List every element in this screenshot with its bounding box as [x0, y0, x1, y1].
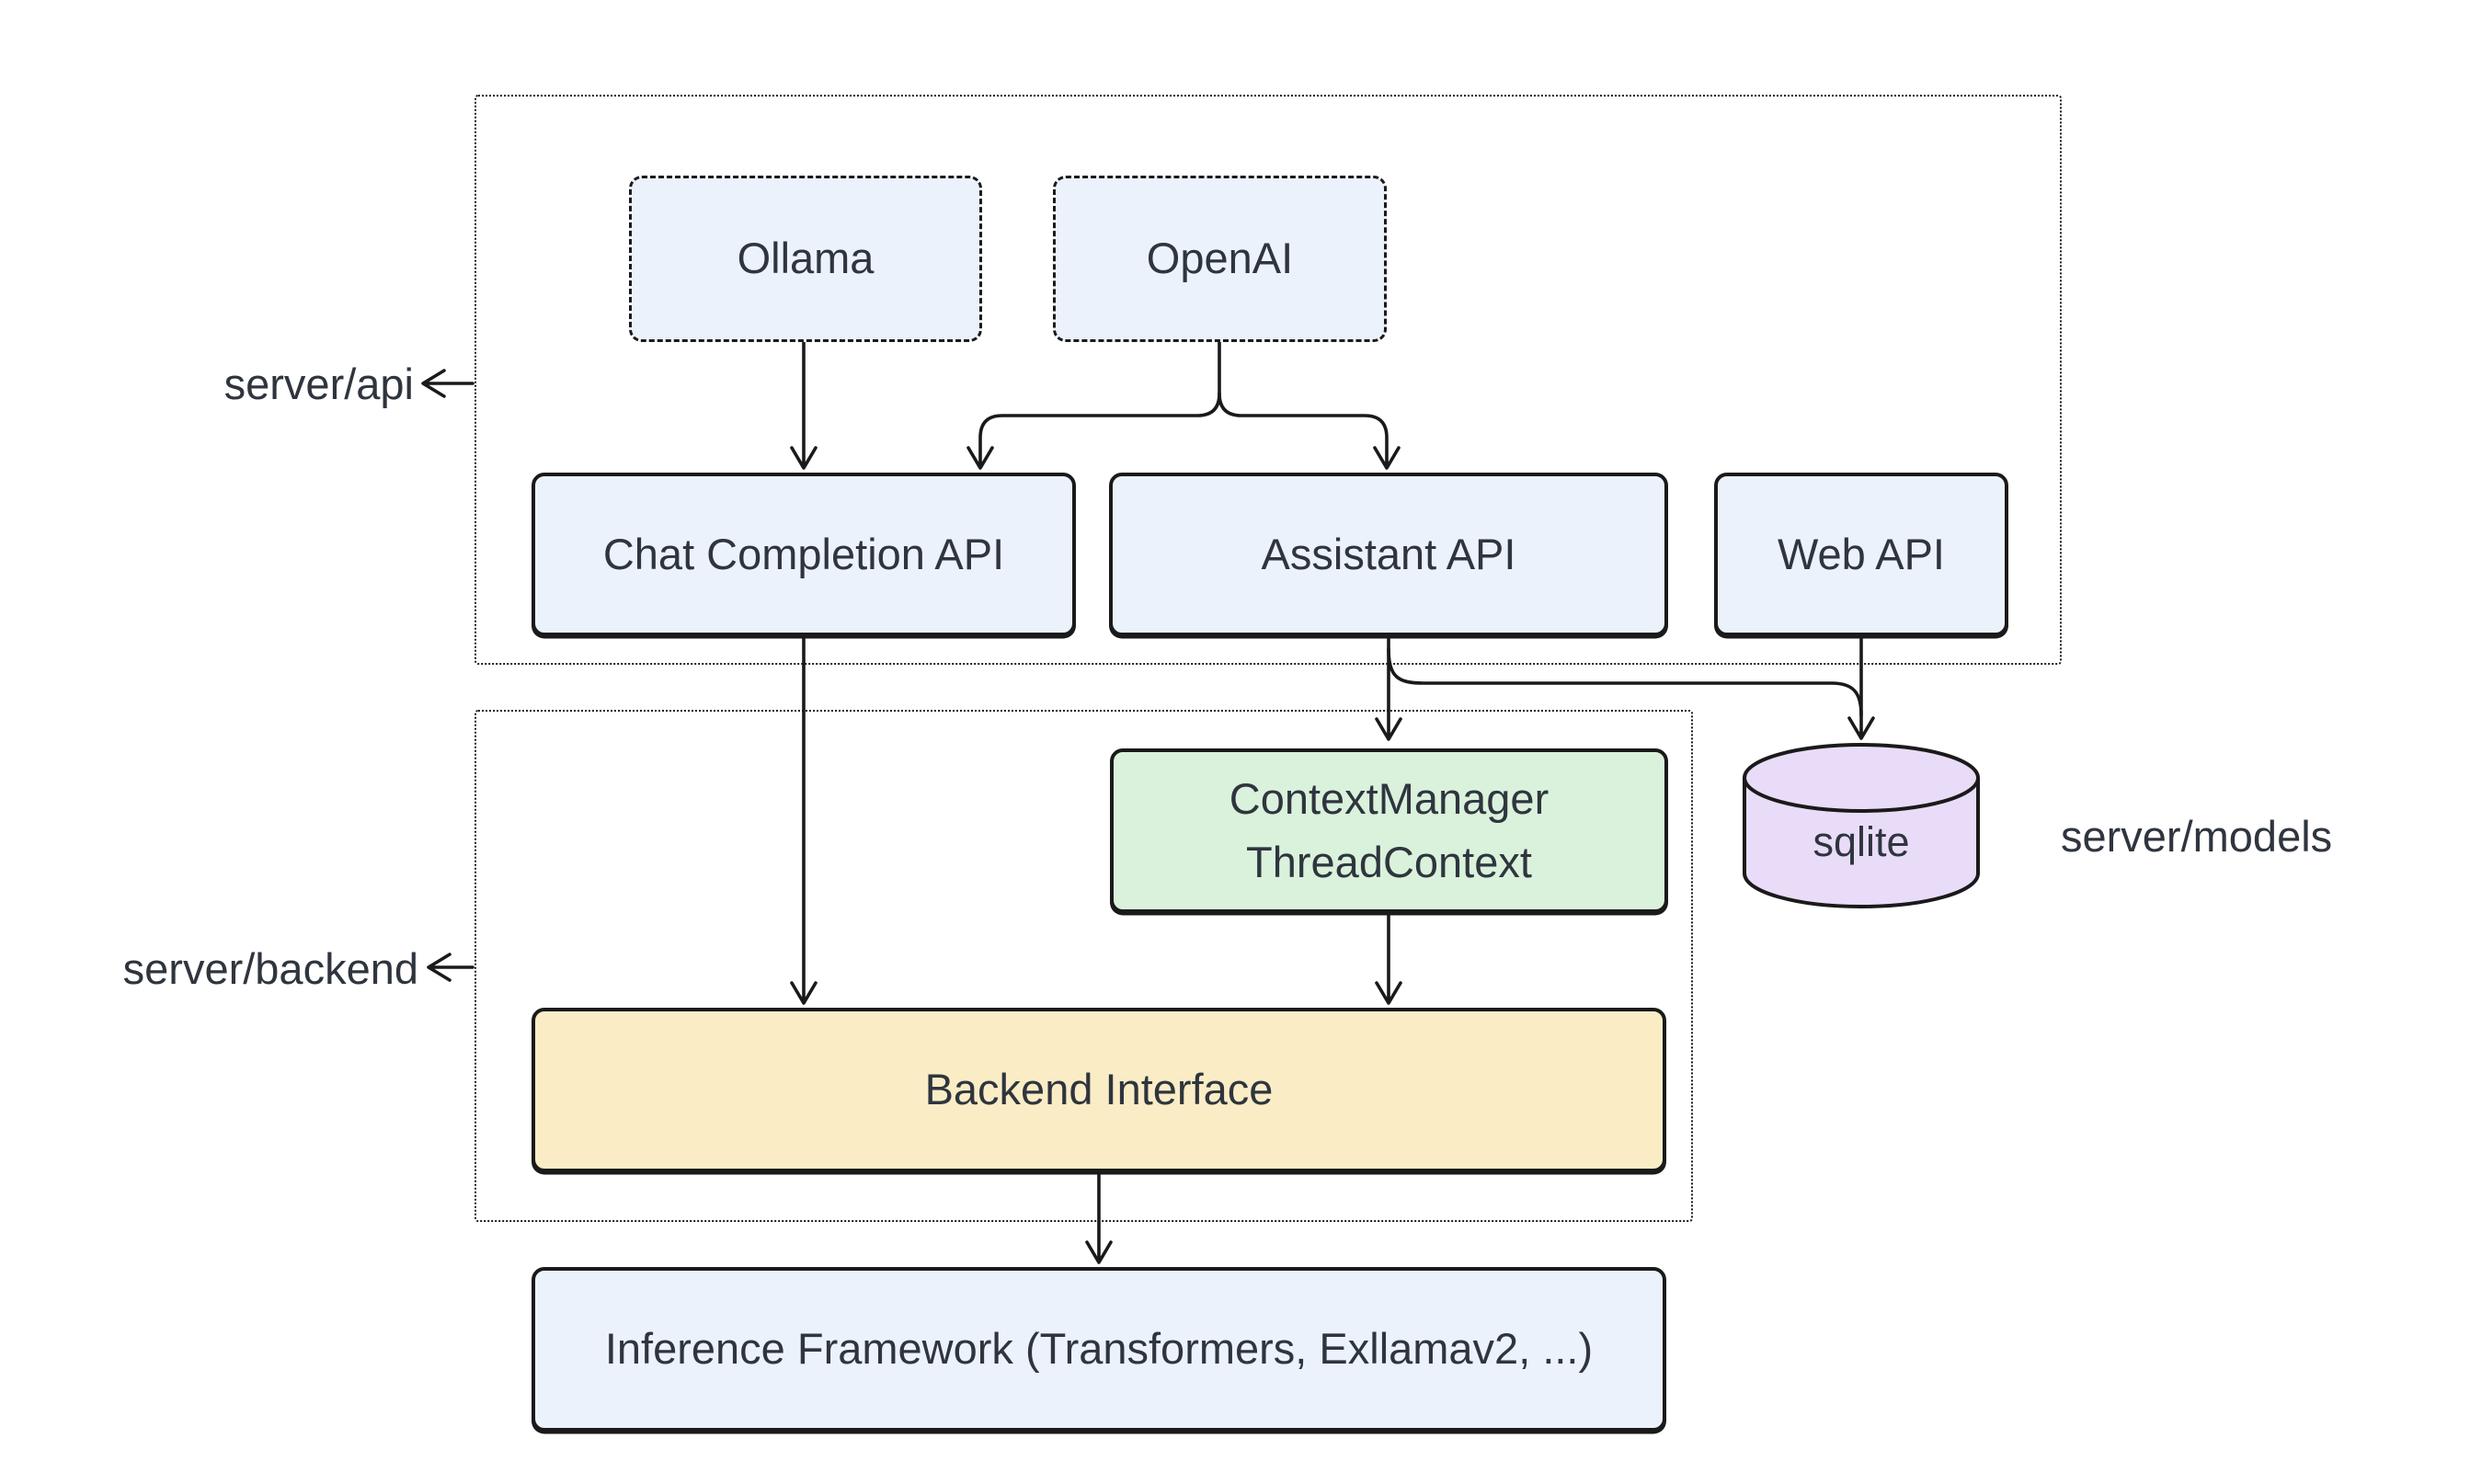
node-inference-framework: Inference Framework (Transformers, Exlla…: [532, 1267, 1666, 1432]
node-web-api: Web API: [1714, 473, 2008, 636]
container-server-backend: [475, 710, 1693, 1222]
container-server-api: [475, 95, 2062, 665]
label-server-api: server/api: [223, 360, 414, 408]
node-backend-interface: Backend Interface: [532, 1008, 1666, 1172]
node-web-api-label: Web API: [1777, 529, 1945, 578]
node-openai-label: OpenAI: [1146, 234, 1294, 283]
node-sqlite: sqlite: [1744, 813, 1978, 872]
label-server-models: server/models: [2061, 812, 2333, 861]
node-assistant-api: Assistant API: [1109, 473, 1668, 636]
node-chat-completion-api: Chat Completion API: [532, 473, 1076, 636]
node-chat-completion-api-label: Chat Completion API: [602, 529, 1005, 578]
node-context-manager-line2: ThreadContext: [1246, 837, 1532, 886]
node-openai: OpenAI: [1053, 176, 1387, 342]
node-ollama-label: Ollama: [737, 234, 875, 283]
server-backend-pointer-arrow: [427, 953, 475, 982]
label-server-backend: server/backend: [122, 944, 418, 993]
node-inference-framework-label: Inference Framework (Transformers, Exlla…: [604, 1324, 1594, 1374]
server-api-pointer-arrow: [421, 369, 475, 398]
node-ollama: Ollama: [629, 176, 982, 342]
node-sqlite-label: sqlite: [1812, 818, 1910, 865]
node-context-manager: ContextManager ThreadContext: [1110, 748, 1668, 913]
node-backend-interface-label: Backend Interface: [924, 1065, 1274, 1114]
node-assistant-api-label: Assistant API: [1261, 529, 1516, 578]
node-context-manager-line1: ContextManager: [1229, 774, 1549, 824]
